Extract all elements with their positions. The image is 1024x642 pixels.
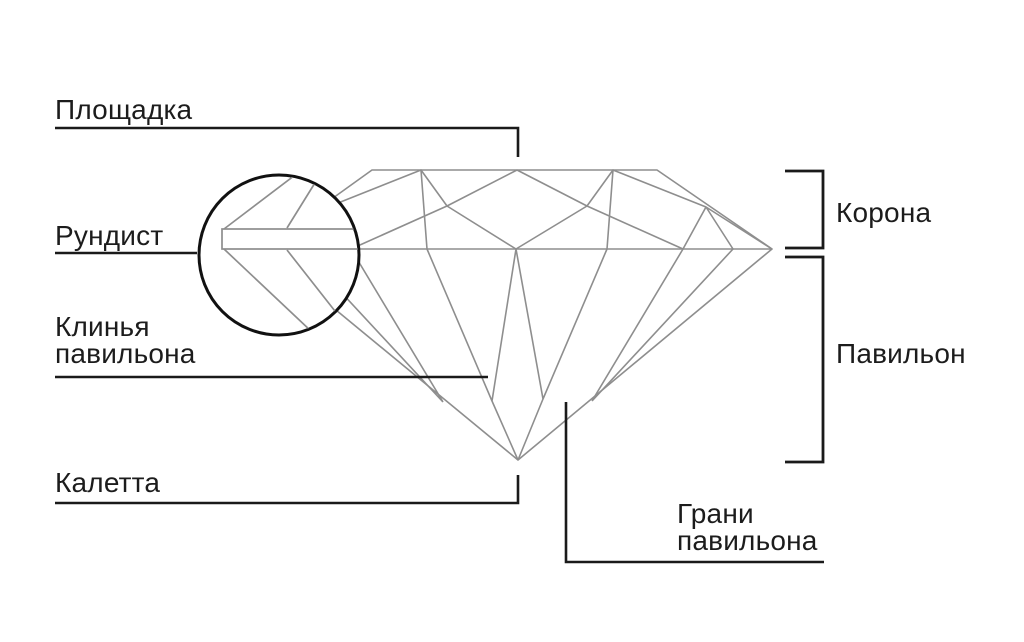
- brackets: [785, 169, 825, 464]
- crown-bracket: [785, 169, 825, 250]
- table-leader-line: [55, 126, 520, 157]
- label-girdle: Рундист: [55, 220, 163, 251]
- pavilion-facet-lines: [300, 248, 734, 461]
- label-crown: Корона: [836, 197, 931, 228]
- magnified-girdle-view: [221, 176, 358, 333]
- label-pavilion-facets-line1: Грани: [677, 498, 754, 529]
- label-culet: Калетта: [55, 467, 160, 498]
- pavilion-bracket: [785, 255, 825, 464]
- label-pavilion-wedges-line1: Клинья: [55, 311, 150, 342]
- pavilion-facets-leader-line: [564, 402, 824, 564]
- girdle-magnifier: [197, 173, 361, 337]
- magnified-girdle-band: [221, 228, 358, 250]
- magnified-pavilion-edges: [223, 248, 343, 333]
- magnified-crown-edges: [223, 176, 319, 230]
- label-pavilion-facets-line2: павильона: [677, 525, 818, 556]
- label-pavilion: Павильон: [836, 338, 966, 369]
- culet-leader-line: [55, 475, 520, 505]
- magnifier-circle: [197, 173, 361, 337]
- label-pavilion-wedges-line2: павильона: [55, 338, 196, 369]
- leader-lines: [55, 126, 824, 564]
- label-table: Площадка: [55, 94, 193, 125]
- labels: Площадка Рундист Клинья павильона Калетт…: [55, 94, 966, 556]
